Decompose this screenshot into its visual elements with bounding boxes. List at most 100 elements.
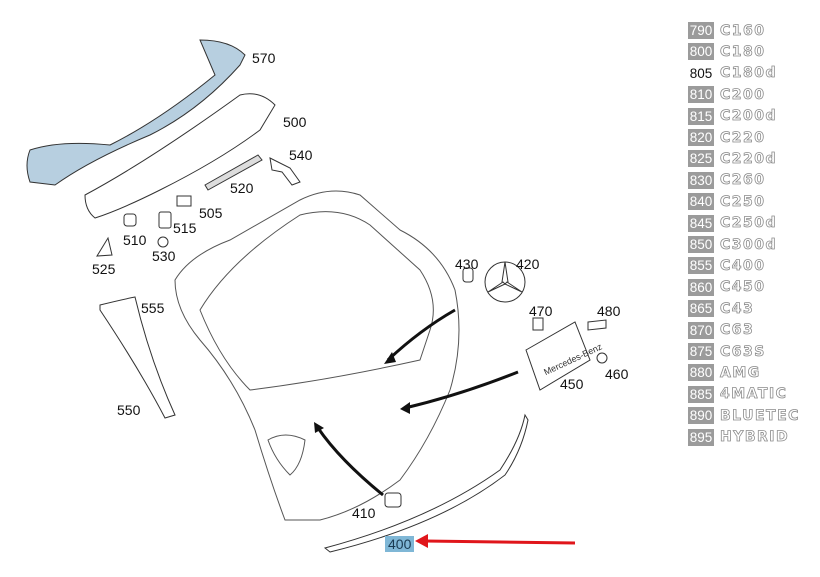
legend-badge-label: C180d: [720, 65, 778, 82]
legend-badge-label: C250d: [720, 215, 778, 232]
legend-row: 790 C160: [688, 22, 766, 39]
rear-window: [199, 211, 434, 391]
legend-row: 875 C63S: [688, 343, 766, 360]
legend-code: 875: [688, 343, 714, 360]
legend-badge-label: C220d: [720, 150, 778, 167]
legend-badge-label: C43: [720, 300, 755, 317]
legend-code: 865: [688, 300, 714, 318]
legend-badge-label: C400: [720, 257, 766, 274]
callout-480: 480: [597, 303, 621, 319]
legend-badge-label: C450: [720, 279, 766, 296]
callout-400-highlighted: 400: [385, 536, 415, 552]
legend-row: 845 C250d: [688, 214, 778, 232]
arrow-handle: [316, 427, 384, 497]
callout-410: 410: [352, 505, 376, 521]
legend-badge-label: C260: [720, 172, 766, 189]
legend-row: 860 C450: [688, 278, 766, 296]
callout-470: 470: [529, 303, 553, 319]
arrow-handle-head: [314, 422, 324, 433]
legend-code: 800: [688, 43, 714, 61]
legend-badge-label: BLUETEC: [720, 407, 800, 424]
highlight-arrow-head: [415, 534, 428, 548]
legend-code: 810: [688, 86, 714, 104]
legend-badge-label: C63: [720, 322, 755, 339]
legend-badge-label: C180: [720, 43, 766, 60]
legend-code: 830: [688, 171, 714, 189]
legend-badge-label: HYBRID: [720, 429, 790, 446]
legend-code: 890: [688, 407, 714, 425]
callout-420: 420: [516, 256, 540, 272]
legend-badge-label: C250: [720, 193, 766, 210]
trim-strip-400: [323, 413, 529, 553]
arrow-plate-head: [400, 402, 410, 414]
legend-row: 840 C250: [688, 193, 766, 211]
spoiler-cover-panel: [84, 93, 276, 219]
callout-520: 520: [230, 180, 254, 196]
legend-code: 855: [688, 257, 714, 275]
legend-row: 810 C200: [688, 86, 766, 104]
legend-row: 855 C400: [688, 257, 766, 275]
callout-450: 450: [560, 376, 584, 392]
legend-row: 885 4MATIC: [688, 385, 788, 403]
legend-row: 800 C180: [688, 43, 766, 61]
legend-badge-label: 4MATIC: [720, 386, 788, 403]
screw-480: [587, 319, 607, 331]
handle-410: [384, 492, 402, 508]
legend-badge-label: C63S: [720, 343, 766, 360]
arrow-emblem: [386, 308, 456, 362]
highlight-arrow: [424, 539, 576, 545]
legend-code: 790: [688, 22, 714, 39]
legend-row: 815 C200d: [688, 107, 778, 125]
callout-550: 550: [117, 402, 141, 418]
emblem-clip-430: [462, 267, 474, 283]
callout-505: 505: [199, 205, 223, 221]
clip-510: [123, 213, 137, 227]
callout-430: 430: [455, 256, 479, 272]
callout-540: 540: [289, 147, 313, 163]
legend-row: 865 C43: [688, 300, 755, 318]
legend-badge-label: C200d: [720, 108, 778, 125]
legend-code: 825: [688, 150, 714, 168]
legend-badge-label: AMG: [720, 364, 761, 381]
legend-row: 890 BLUETEC: [688, 407, 800, 425]
roof-spoiler: [26, 39, 246, 186]
callout-500: 500: [283, 114, 307, 130]
clip-530: [157, 236, 169, 248]
nut-460: [596, 352, 608, 364]
arrow-emblem-head: [384, 352, 396, 364]
legend-code: 815: [688, 107, 714, 125]
legend-code: 870: [688, 321, 714, 339]
seal-strip: [204, 154, 263, 191]
legend-code: 880: [688, 364, 714, 382]
legend-code: 895: [688, 428, 714, 446]
legend-code: 860: [688, 278, 714, 296]
legend-code: 885: [688, 385, 714, 403]
side-trim: [99, 296, 176, 419]
legend-row: 895 HYBRID: [688, 428, 790, 446]
legend-code: 840: [688, 193, 714, 211]
clip-505: [176, 195, 192, 207]
legend-badge-label: C300d: [720, 236, 778, 253]
callout-460: 460: [605, 366, 629, 382]
callout-555: 555: [141, 300, 165, 316]
legend-code: 845: [688, 214, 714, 232]
arrow-plate: [404, 370, 519, 410]
screw-470: [532, 317, 544, 331]
bracket: [269, 157, 301, 186]
legend-row: 850 C300d: [688, 236, 777, 253]
legend-badge-label: C200: [720, 86, 766, 103]
legend-row: 825 C220d: [688, 150, 778, 168]
license-plate-holder: [525, 321, 591, 391]
legend-badge-label: C160: [720, 22, 766, 39]
callout-530: 530: [152, 248, 176, 264]
clip-515: [158, 211, 172, 229]
legend-badge-label: C220: [720, 129, 766, 146]
callout-510: 510: [123, 232, 147, 248]
legend-code: 850: [688, 236, 714, 253]
legend-row: 830 C260: [688, 171, 766, 189]
legend-row: 870 C63: [688, 321, 755, 339]
callout-515: 515: [173, 220, 197, 236]
